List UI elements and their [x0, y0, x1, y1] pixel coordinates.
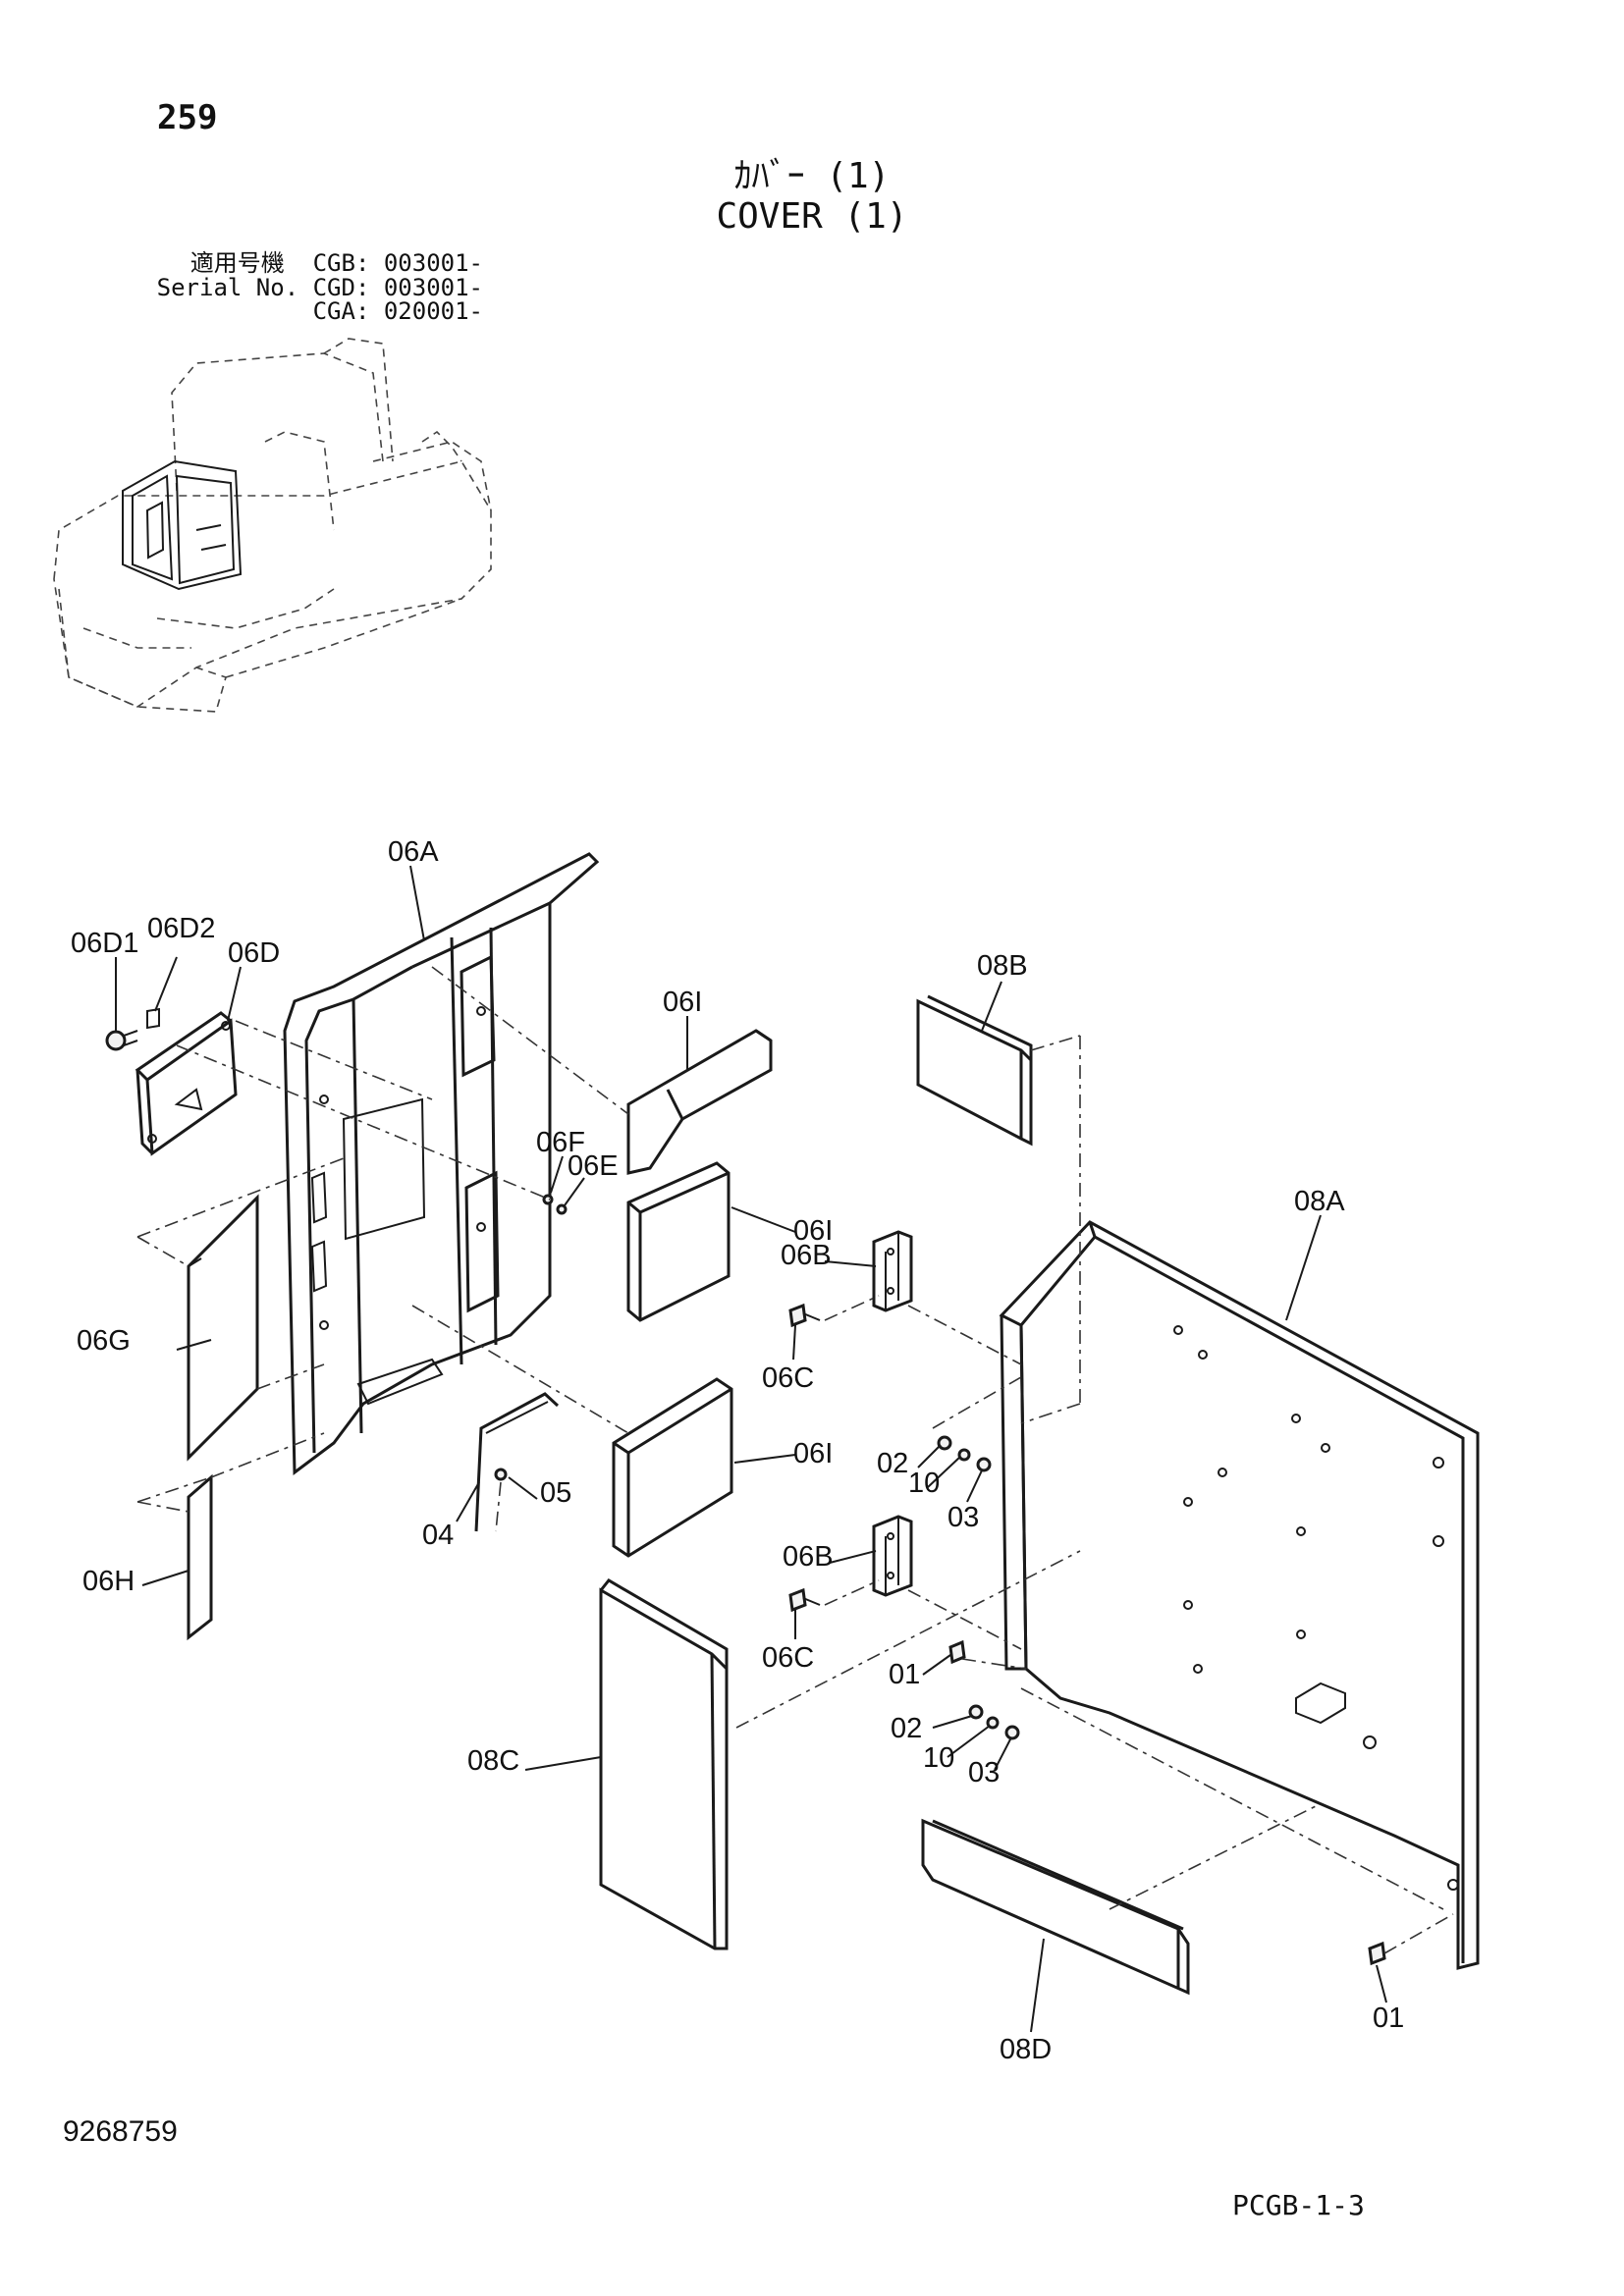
part-10-washer-low	[986, 1716, 1000, 1730]
document-number: 9268759	[63, 2115, 178, 2148]
part-06D2-clip	[146, 1007, 160, 1030]
callout-06E: 06E	[568, 1150, 619, 1182]
part-06F-screw	[542, 1194, 554, 1205]
part-06D-light-unit	[135, 1011, 238, 1156]
callout-01-mid: 01	[889, 1659, 921, 1690]
callout-08B: 08B	[977, 950, 1028, 982]
leader-lines	[115, 865, 1387, 2033]
callout-04: 04	[422, 1520, 455, 1551]
part-06I-mid-pad	[626, 1161, 731, 1322]
callout-06G: 06G	[77, 1325, 131, 1357]
serial-line-1: 適用号機 CGB: 003001-	[189, 249, 483, 277]
part-02-nut-low	[968, 1704, 984, 1720]
callout-06B-low: 06B	[783, 1541, 834, 1573]
part-08C-block	[599, 1578, 729, 1950]
part-02-nut-top	[937, 1435, 952, 1451]
callout-10-top: 10	[908, 1468, 941, 1499]
assembly-lines	[136, 966, 1454, 1954]
callout-06D1: 06D1	[71, 928, 139, 959]
callout-08C: 08C	[467, 1745, 520, 1777]
callout-06B-top: 06B	[781, 1240, 832, 1271]
part-06G-strip	[187, 1194, 259, 1462]
part-08B-block	[916, 994, 1033, 1147]
callout-06I-top: 06I	[663, 987, 703, 1018]
part-06H-strip	[187, 1473, 213, 1641]
part-06C-bolt-low	[788, 1587, 807, 1613]
part-01-bolt-low	[1368, 1941, 1386, 1966]
serial-line-3: CGA: 020001-	[312, 297, 483, 325]
part-06B-hinge-top	[872, 1230, 913, 1312]
callout-06C-top: 06C	[762, 1362, 815, 1394]
callout-06D: 06D	[228, 937, 281, 969]
part-06I-top-pad	[626, 1029, 773, 1175]
callout-06I-mid: 06I	[793, 1215, 834, 1247]
callout-06F: 06F	[536, 1127, 585, 1158]
callout-06I-low: 06I	[793, 1438, 834, 1469]
part-06I-low-pad	[612, 1377, 733, 1558]
part-03-nut-low	[1004, 1725, 1020, 1740]
callout-08D: 08D	[1000, 2034, 1053, 2065]
part-10-washer-top	[957, 1448, 971, 1462]
sheet-reference: PCGB-1-3	[1232, 2189, 1365, 2221]
part-06B-hinge-low	[872, 1515, 913, 1597]
callout-06H: 06H	[82, 1566, 135, 1597]
callout-08A: 08A	[1294, 1186, 1345, 1217]
fasteners	[474, 1194, 1386, 1966]
title-english: COVER (1)	[716, 196, 908, 237]
part-08A-cover-panel	[999, 1220, 1480, 1970]
serial-line-2: Serial No. CGD: 003001-	[156, 274, 483, 301]
part-06E-washer	[556, 1203, 568, 1215]
callout-06D2: 06D2	[147, 913, 216, 944]
page-number: 259	[157, 98, 218, 137]
machine-overview-sketch	[53, 338, 492, 713]
title-japanese: ｶﾊﾞｰ (1)	[733, 156, 891, 196]
callout-05: 05	[540, 1477, 572, 1509]
part-06D1-knob	[105, 1030, 138, 1051]
part-03-nut-top	[976, 1457, 992, 1472]
part-05-screw	[494, 1468, 508, 1481]
callout-06A: 06A	[388, 836, 439, 868]
callout-03-top: 03	[947, 1502, 980, 1533]
callout-03-low: 03	[968, 1757, 1001, 1789]
callout-10-low: 10	[923, 1742, 955, 1774]
part-06A-door-frame	[283, 852, 600, 1475]
callout-02-top: 02	[877, 1448, 909, 1479]
part-08D-block	[921, 1818, 1190, 1996]
part-06C-bolt-top	[788, 1303, 807, 1328]
part-01-bolt-mid	[948, 1639, 966, 1665]
part-04-handle	[474, 1392, 560, 1532]
callout-02-low: 02	[891, 1713, 923, 1744]
callout-06C-low: 06C	[762, 1642, 815, 1674]
callout-01-low: 01	[1373, 2002, 1405, 2034]
